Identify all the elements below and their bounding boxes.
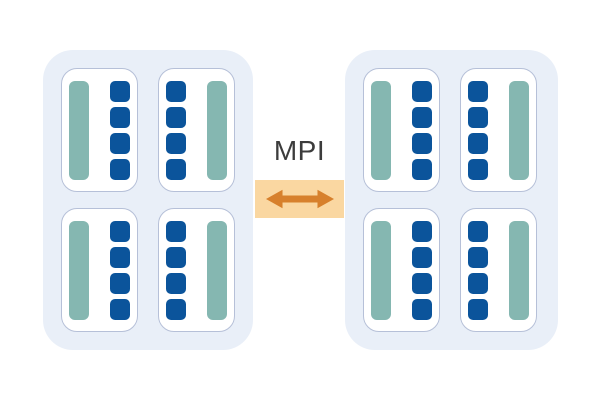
- core: [412, 106, 432, 128]
- core: [110, 158, 130, 180]
- core: [166, 246, 186, 268]
- core: [468, 246, 488, 268]
- core: [468, 80, 488, 102]
- core: [468, 132, 488, 154]
- core: [468, 220, 488, 242]
- core: [166, 132, 186, 154]
- core: [166, 220, 186, 242]
- memory-bar: [509, 80, 529, 180]
- mpi-label: MPI: [273, 135, 326, 166]
- core-column: [166, 220, 186, 320]
- core: [166, 80, 186, 102]
- processor-card: [363, 68, 440, 192]
- core: [468, 158, 488, 180]
- core-column: [110, 220, 130, 320]
- memory-bar: [509, 220, 529, 320]
- double-arrow-icon: [265, 189, 334, 209]
- core: [412, 298, 432, 320]
- processor-card: [158, 68, 235, 192]
- core: [110, 246, 130, 268]
- core: [412, 246, 432, 268]
- core-column: [468, 80, 488, 180]
- core: [468, 272, 488, 294]
- mpi-link-band: [255, 180, 344, 218]
- processor-card: [158, 208, 235, 332]
- memory-bar: [69, 80, 89, 180]
- processor-card: [460, 68, 537, 192]
- core: [412, 220, 432, 242]
- core: [166, 272, 186, 294]
- core: [110, 220, 130, 242]
- core-column: [412, 220, 432, 320]
- core-column: [468, 220, 488, 320]
- processor-card: [363, 208, 440, 332]
- core: [110, 106, 130, 128]
- core: [166, 298, 186, 320]
- core: [468, 298, 488, 320]
- core: [412, 158, 432, 180]
- memory-bar: [371, 80, 391, 180]
- core-column: [110, 80, 130, 180]
- processor-card: [61, 208, 138, 332]
- core: [110, 272, 130, 294]
- processor-card: [460, 208, 537, 332]
- core-column: [166, 80, 186, 180]
- memory-bar: [371, 220, 391, 320]
- memory-bar: [207, 80, 227, 180]
- core: [110, 298, 130, 320]
- core: [468, 106, 488, 128]
- core: [110, 80, 130, 102]
- core: [412, 132, 432, 154]
- core: [110, 132, 130, 154]
- compute-node-left: [43, 50, 253, 350]
- memory-bar: [69, 220, 89, 320]
- core: [412, 272, 432, 294]
- core: [166, 106, 186, 128]
- compute-node-right: [345, 50, 558, 350]
- memory-bar: [207, 220, 227, 320]
- processor-card: [61, 68, 138, 192]
- core: [412, 80, 432, 102]
- core: [166, 158, 186, 180]
- core-column: [412, 80, 432, 180]
